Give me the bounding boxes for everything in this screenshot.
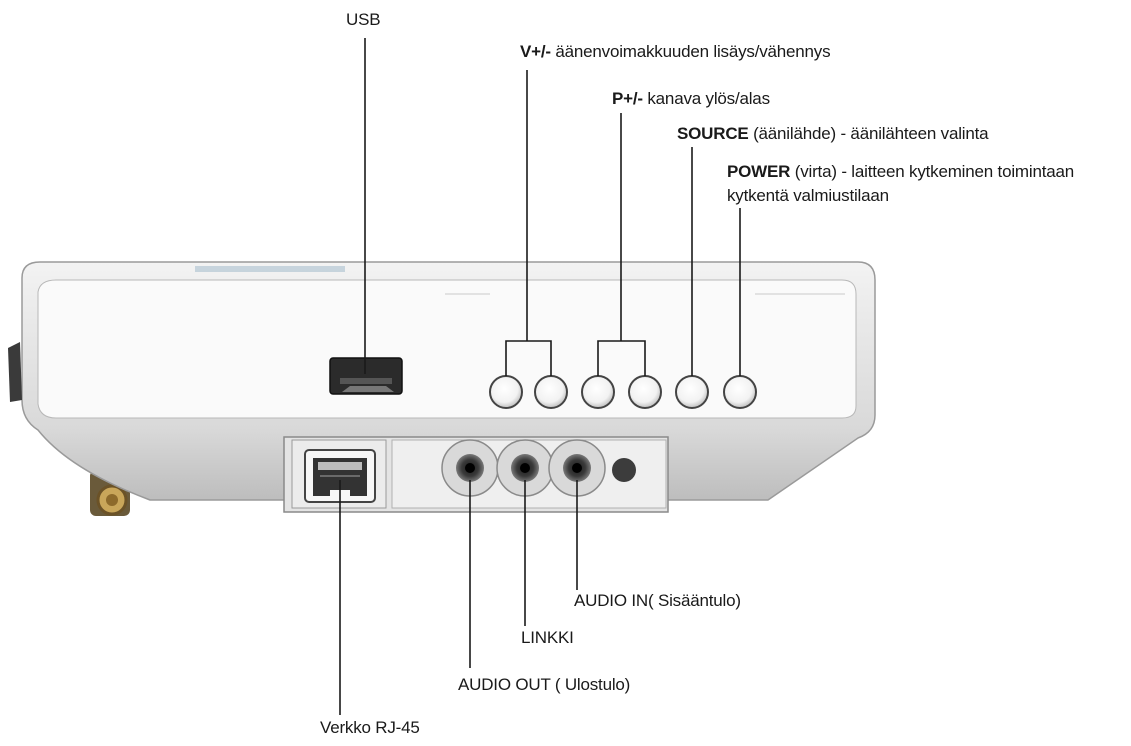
leader-lines: [339, 38, 741, 715]
program-label: P+/- kanava ylös/alas: [612, 89, 770, 109]
network-label: Verkko RJ-45: [320, 718, 420, 737]
volume-desc: äänenvoimakkuuden lisäys/vähennys: [550, 42, 831, 61]
usb-port: [329, 357, 403, 395]
volume-label: V+/- äänenvoimakkuuden lisäys/vähennys: [520, 42, 831, 62]
link-label: LINKKI: [521, 628, 574, 647]
usb-label: USB: [346, 10, 381, 29]
front-buttons: [489, 375, 757, 409]
volume-key: V+/-: [520, 42, 551, 61]
source-key: SOURCE: [677, 124, 749, 143]
power-desc-line1: (virta) - laitteen kytkeminen toimintaan: [790, 162, 1074, 181]
program-desc: kanava ylös/alas: [642, 89, 770, 108]
source-label: SOURCE (äänilähde) - äänilähteen valinta: [677, 124, 989, 144]
power-label: POWER (virta) - laitteen kytkeminen toim…: [727, 162, 1074, 182]
power-label-line2: kytkentä valmiustilaan: [727, 186, 889, 205]
audio-jacks: [441, 439, 636, 497]
left-edge-shadow: [8, 342, 22, 402]
audio-in-label: AUDIO IN( Sisääntulo): [574, 591, 741, 610]
source-desc: (äänilähde) - äänilähteen valinta: [748, 124, 989, 143]
audio-out-label: AUDIO OUT ( Ulostulo): [458, 675, 631, 694]
power-key: POWER: [727, 162, 791, 181]
program-key: P+/-: [612, 89, 643, 108]
